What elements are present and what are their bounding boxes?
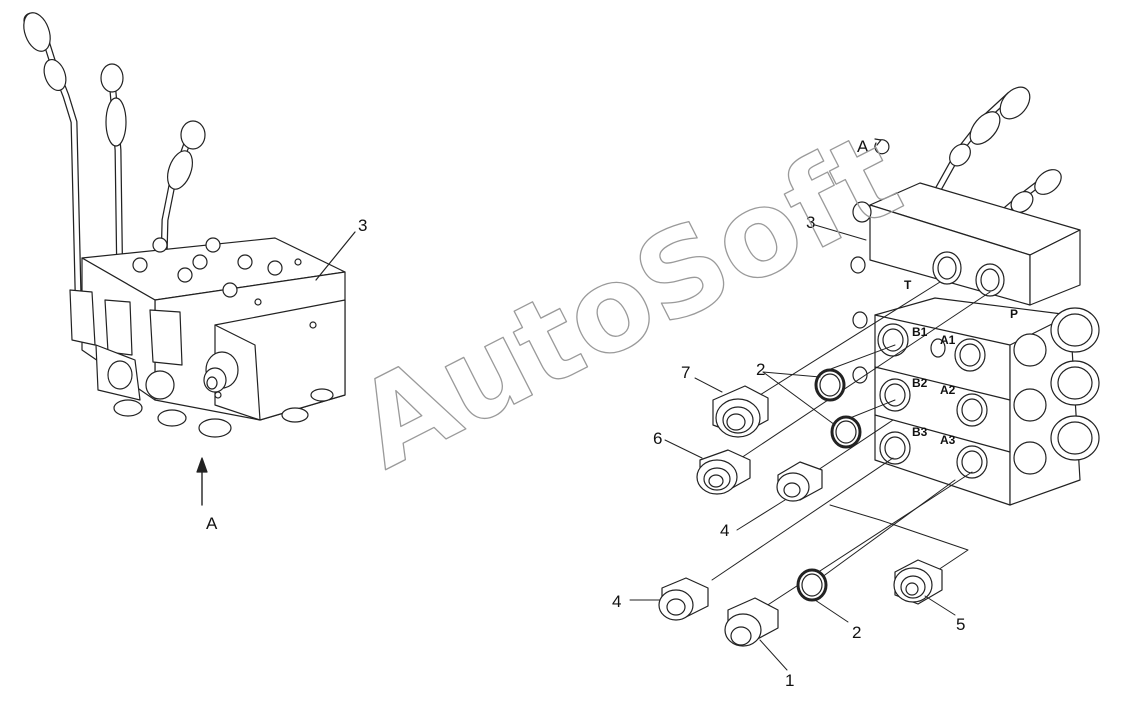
port-label-a1: A1: [940, 333, 956, 347]
right-lever-1: [931, 86, 1031, 199]
port-label-b2: B2: [912, 376, 928, 390]
callout-left-view: A: [206, 514, 218, 533]
left-valve-assembly: [23, 12, 356, 506]
port-label-a3: A3: [940, 433, 956, 447]
o-ring-2-upper: [814, 368, 862, 449]
exploded-leader-lines: [711, 281, 991, 611]
right-valve-assembly: [629, 86, 1100, 671]
left-lever-2: [100, 63, 127, 299]
rotation-icon: [874, 138, 890, 155]
fitting-7: [712, 385, 769, 438]
left-lever-1: [23, 12, 82, 294]
callout-4-lower: 4: [612, 592, 621, 611]
left-valve-body: [69, 237, 346, 438]
callout-4-upper: 4: [720, 521, 729, 540]
callout-2-lower: 2: [852, 623, 861, 642]
right-valve-body: [850, 182, 1100, 506]
port-label-p: P: [1010, 307, 1018, 321]
callout-1: 1: [785, 671, 794, 690]
fitting-1: [724, 597, 779, 647]
port-label-b1: B1: [912, 325, 928, 339]
fitting-4-upper: [776, 461, 823, 502]
port-labels: T P B1 A1 B2 A2 B3 A3: [904, 278, 1018, 447]
callout-right-view: A: [857, 137, 869, 156]
port-label-a2: A2: [940, 383, 956, 397]
fitting-6: [696, 449, 751, 495]
callout-7: 7: [681, 363, 690, 382]
port-label-b3: B3: [912, 425, 928, 439]
callout-5: 5: [956, 615, 965, 634]
callout-left-3: 3: [358, 216, 367, 235]
callout-labels: 3 A A 3 7 6 2 4 4 1 2 5: [206, 137, 965, 690]
fitting-4-lower: [658, 577, 709, 621]
o-ring-2-lower: [796, 568, 828, 602]
port-label-t: T: [904, 278, 912, 292]
callout-6: 6: [653, 429, 662, 448]
callout-2-upper: 2: [756, 360, 765, 379]
fitting-5: [893, 559, 943, 605]
callout-right-3: 3: [806, 213, 815, 232]
